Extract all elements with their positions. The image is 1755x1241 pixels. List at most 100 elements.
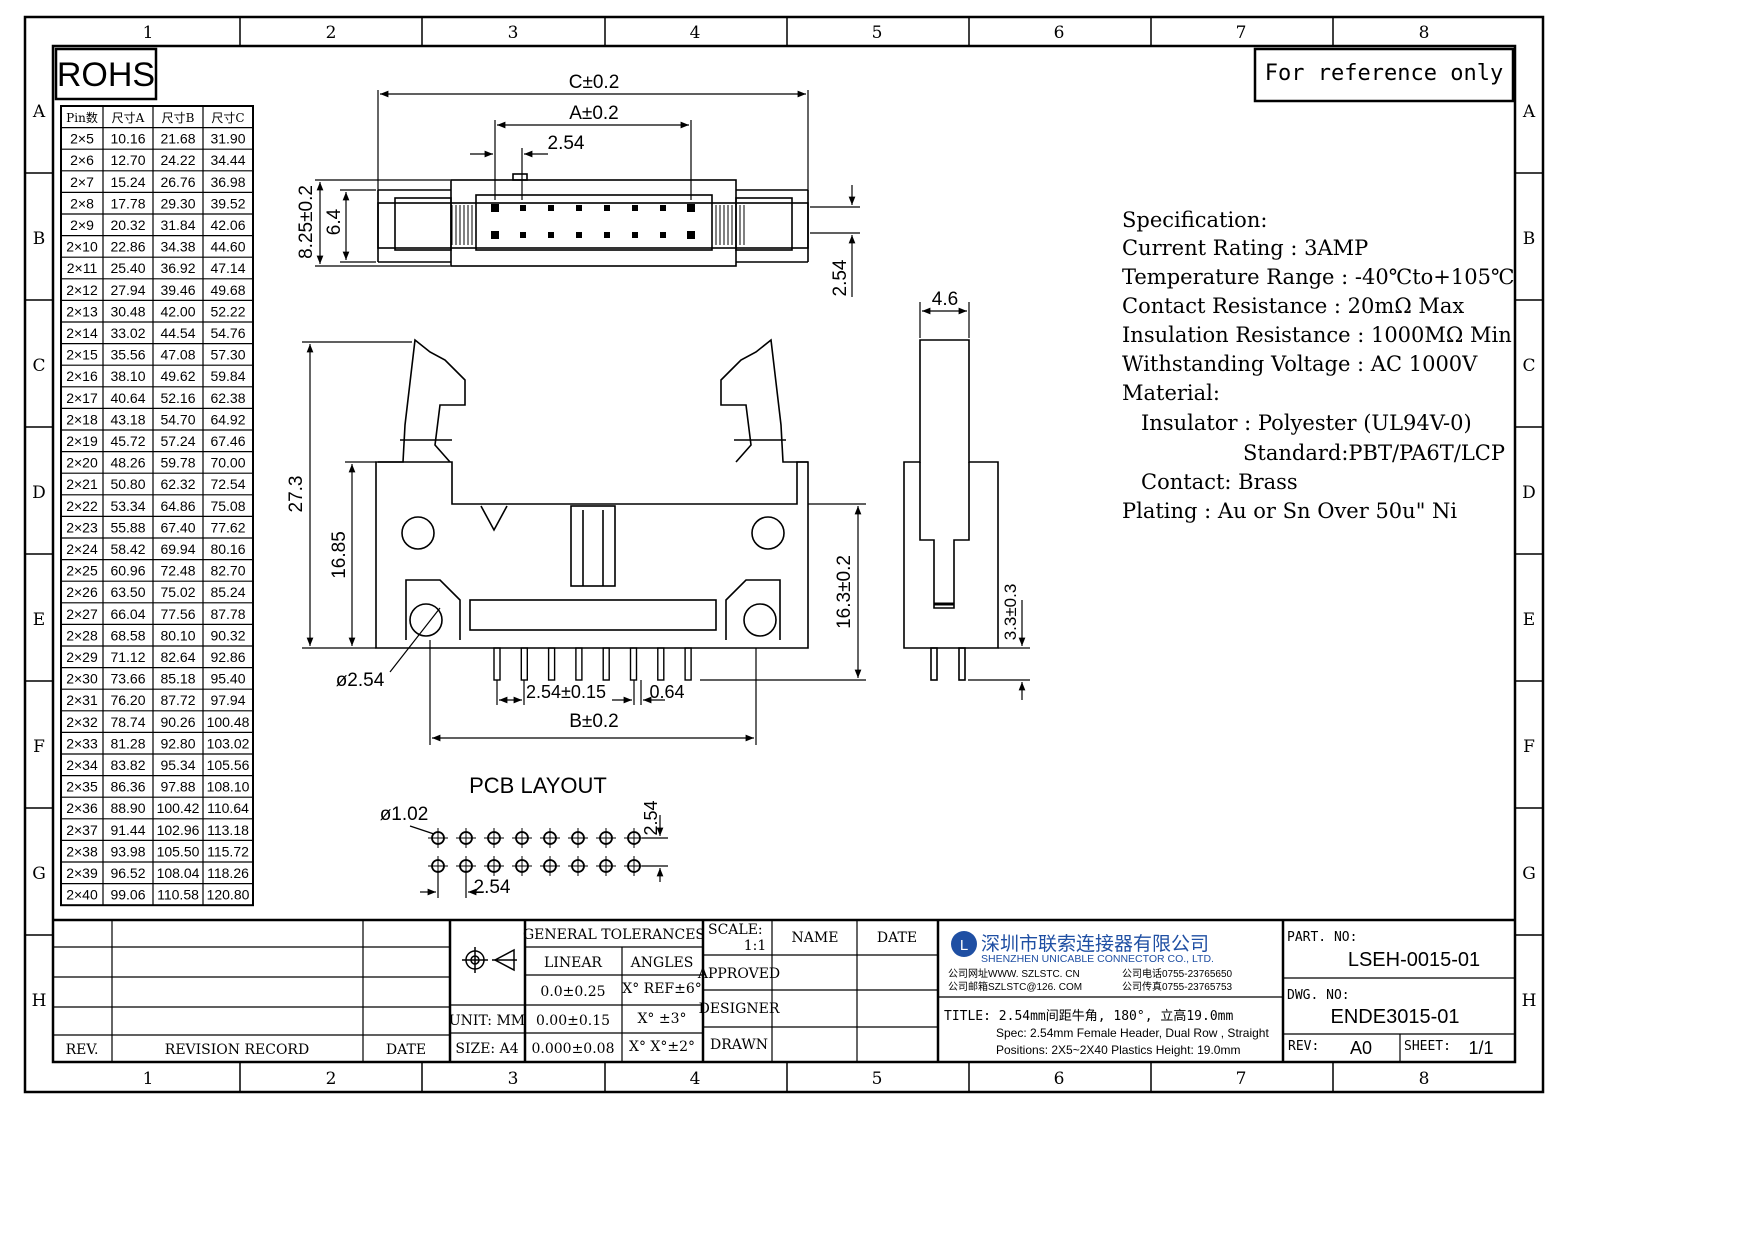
pin-table-cell: 25.40 <box>110 260 145 276</box>
pin-table-cell: 115.72 <box>207 843 249 859</box>
logo-mark-text: L <box>960 937 968 954</box>
pin-table-cell: 2×33 <box>66 735 98 751</box>
title-line-2: Spec: 2.54mm Female Header, Dual Row , S… <box>996 1026 1269 1040</box>
pin-table-cell: 118.26 <box>207 865 249 881</box>
zone-row-h-right: H <box>1522 991 1537 1011</box>
front-dimensions <box>302 341 866 745</box>
company-email: 公司邮箱SZLSTC@126. COM <box>948 980 1082 993</box>
pin-table-cell: 2×23 <box>66 519 98 535</box>
pin-table-cell: 77.62 <box>210 519 245 535</box>
zone-col-1: 1 <box>143 23 154 43</box>
pin-table-cell: 47.14 <box>210 260 245 276</box>
top-view-pins <box>491 204 695 239</box>
pin-table-cell: 2×27 <box>66 606 98 622</box>
top-pin-contact <box>576 205 582 211</box>
pin-table-cell: 82.70 <box>210 563 245 579</box>
pin-table-cell: 2×17 <box>66 390 98 406</box>
dim-height-825: 8.25±0.2 <box>296 185 317 259</box>
top-pin-contact <box>687 231 695 239</box>
revision-record-label: REVISION RECORD <box>165 1042 309 1058</box>
pin-table-cell: 47.08 <box>160 347 195 363</box>
dim-h-273: 27.3 <box>286 476 307 513</box>
pin-table-cell: 100.42 <box>157 800 200 816</box>
pin-table-cell: 2×29 <box>66 649 98 665</box>
pin-table-cell: 62.38 <box>210 390 245 406</box>
dim-h-163: 16.3±0.2 <box>834 555 855 629</box>
pin-table-cell: 88.90 <box>110 800 145 816</box>
pin-table-frame <box>60 105 254 907</box>
unit-label: UNIT: MM <box>449 1013 525 1029</box>
pin-table-cell: 85.24 <box>210 584 245 600</box>
zone-col-4-bottom: 4 <box>690 1069 701 1089</box>
spec-line: Standard:PBT/PA6T/LCP <box>1243 441 1505 465</box>
top-pin-contact <box>660 232 666 238</box>
company-name-en: SHENZHEN UNICABLE CONNECTOR CO., LTD. <box>981 953 1214 965</box>
angles-label: ANGLES <box>630 955 694 971</box>
pin-table-cell: 70.00 <box>210 455 245 471</box>
pin-table-cell: 2×7 <box>70 174 94 190</box>
engineering-drawing-sheet: 1 2 3 4 5 6 7 8 1 2 3 4 5 6 7 8 A B C D … <box>23 15 1545 1094</box>
mount-hole-br <box>743 603 777 637</box>
dim-hole-254: ø2.54 <box>336 670 385 691</box>
company-fax: 公司传真0755-23765753 <box>1122 980 1233 993</box>
pin-table-cell: 99.06 <box>110 887 145 903</box>
pin-table-cell: 68.58 <box>110 627 145 643</box>
front-pin <box>684 647 692 681</box>
pin-table-cell: 72.54 <box>210 476 245 492</box>
pin-table-cell: 97.94 <box>210 692 245 708</box>
pin-table-cell: 53.34 <box>110 498 145 514</box>
pcb-dimensions <box>409 815 668 898</box>
pin-table-cell: 34.38 <box>160 239 195 255</box>
zone-col-3-bottom: 3 <box>508 1069 519 1089</box>
zone-col-5-bottom: 5 <box>872 1069 883 1089</box>
zone-row-c-right: C <box>1522 356 1535 376</box>
pin-table-cell: 105.56 <box>207 757 250 773</box>
name-label: NAME <box>792 930 839 946</box>
pin-table-cell: 2×40 <box>66 887 98 903</box>
pin-table-header: Pin数 <box>66 110 98 125</box>
title-line-1: TITLE: 2.54mm间距牛角, 180°, 立高19.0mm <box>944 1008 1233 1024</box>
spec-line: Contact Resistance : 20mΩ Max <box>1122 294 1464 318</box>
pin-table-cell: 63.50 <box>110 584 145 600</box>
pin-table-header: 尺寸C <box>211 111 244 125</box>
pin-table-cell: 36.92 <box>160 260 195 276</box>
sheet-value: 1/1 <box>1468 1038 1493 1058</box>
side-pin-right <box>958 647 966 681</box>
pin-table-cell: 92.80 <box>160 735 195 751</box>
pin-table-cell: 90.32 <box>210 627 245 643</box>
pin-table-cell: 34.44 <box>210 152 245 168</box>
pin-table-cell: 82.64 <box>160 649 195 665</box>
pin-table-cell: 2×20 <box>66 455 98 471</box>
rohs-mark: ROHS <box>57 56 155 94</box>
pin-table-cell: 66.04 <box>110 606 145 622</box>
zone-row-g-right: G <box>1522 864 1536 884</box>
pin-table-cell: 49.68 <box>210 282 245 298</box>
zone-row-c: C <box>32 356 45 376</box>
zone-row-b: B <box>33 229 46 249</box>
reference-note: For reference only <box>1265 61 1503 86</box>
pin-table-cell: 17.78 <box>110 195 145 211</box>
company-logo-icon: L <box>951 931 977 957</box>
pcb-pitch-h: 2.54 <box>474 877 511 898</box>
top-view-housing <box>450 179 737 267</box>
front-pin <box>629 647 638 681</box>
front-pin <box>493 647 501 681</box>
scale-label: SCALE: <box>708 922 763 938</box>
dim-h-33: 3.3±0.3 <box>1001 584 1020 641</box>
pin-table-cell: 64.86 <box>160 498 195 514</box>
pin-table-cell: 86.36 <box>110 779 145 795</box>
pin-table-cell: 2×32 <box>66 714 98 730</box>
front-view-pins <box>493 647 692 681</box>
pin-table-cell: 108.04 <box>157 865 200 881</box>
company-web: 公司网址WWW. SZLSTC. CN <box>948 967 1080 980</box>
pin-table-cell: 58.42 <box>110 541 145 557</box>
pin-table-cell: 67.40 <box>160 519 195 535</box>
tolerance-linear-3: 0.000±0.08 <box>532 1041 615 1057</box>
pin-table-cell: 69.94 <box>160 541 195 557</box>
pin-table-cell: 59.84 <box>210 368 245 384</box>
zone-col-1-bottom: 1 <box>143 1069 154 1089</box>
pin-table-cell: 100.48 <box>207 714 250 730</box>
pin-table-cell: 62.32 <box>160 476 195 492</box>
zone-col-6-bottom: 6 <box>1054 1069 1065 1089</box>
pin-table-cell: 105.50 <box>157 843 200 859</box>
